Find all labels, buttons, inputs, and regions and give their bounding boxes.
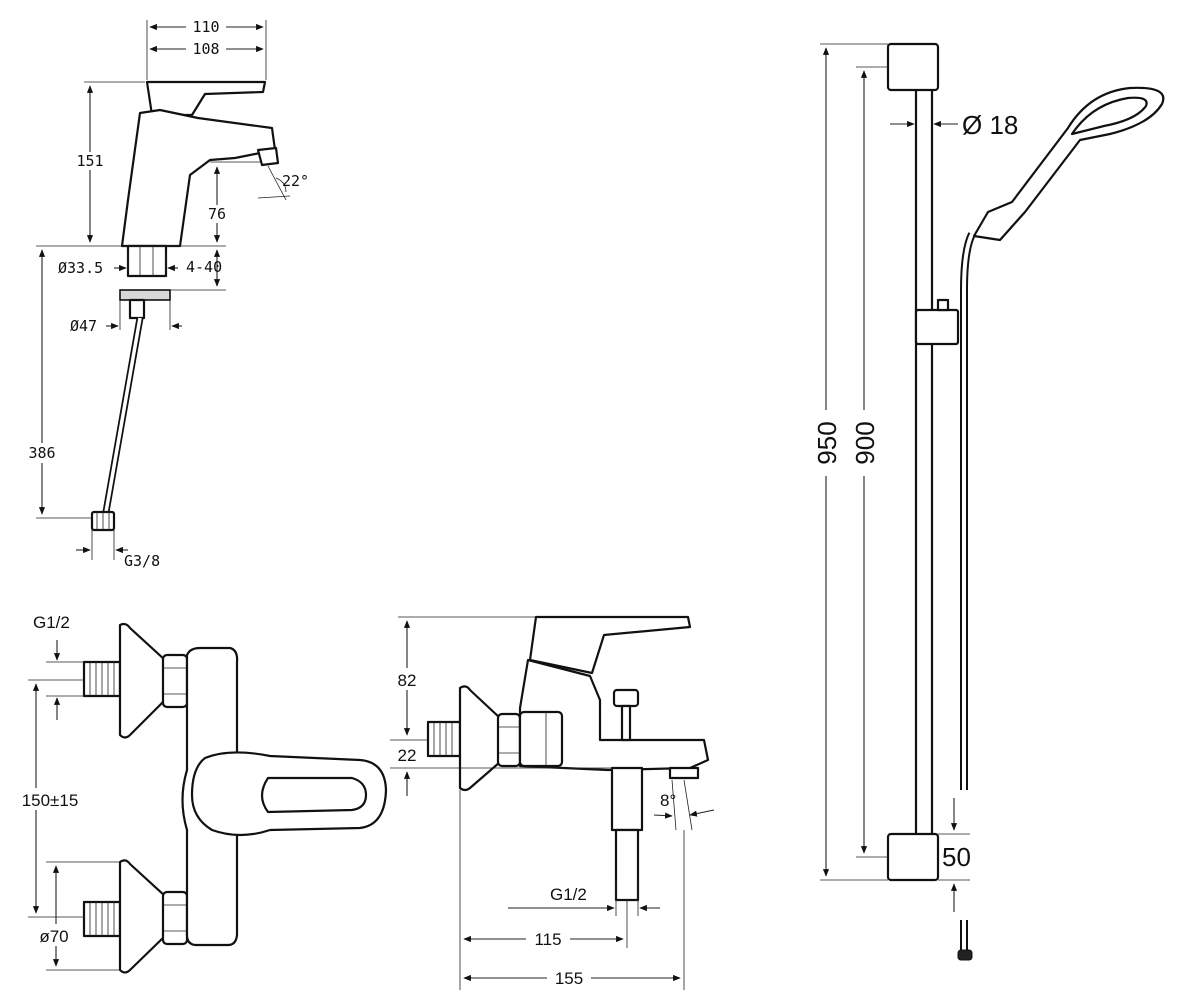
bath-mixer-side-drawing: 82 22 8° G1/2 115 155 [390,615,715,990]
dim-total-length: 950 [812,421,842,464]
side-flange [458,685,502,792]
dim-110: 110 [192,18,219,36]
dim-hole-diameter: Ø47 [70,317,97,335]
dim-deck-thickness: 4-40 [186,258,222,276]
basin-mixer-spout-tip [256,146,280,167]
top-wall-bracket [886,42,940,92]
basin-mixer-shank [126,244,168,278]
side-lever [528,615,692,675]
dim-76: 76 [208,205,226,223]
dim-108: 108 [192,40,219,58]
rail-slider [914,308,960,346]
dim-inlet-thread: G1/2 [33,613,70,632]
diverter-knob [612,688,640,708]
side-outlet-body [610,766,644,832]
dim-flange-diameter: ø70 [39,927,68,946]
dim-spout-angle-side: 8° [660,791,676,810]
dim-base-diameter: Ø33.5 [58,259,103,277]
shower-rail-bar [914,86,934,838]
shower-handset [972,86,1165,242]
dim-projection-total: 155 [555,969,583,988]
basin-mixer-drawing: 110 108 151 76 22° Ø33.5 4-40 [26,18,309,570]
dim-height-upper: 82 [398,671,417,690]
basin-mixer-nut [128,298,146,320]
dim-height-lower: 22 [398,746,417,765]
handset-spray-face [1070,96,1148,136]
dim-151: 151 [76,152,103,170]
side-aerator [668,766,700,780]
lower-nut [161,890,189,946]
dim-hose-thread: G3/8 [124,552,160,570]
lower-flange [118,859,167,974]
bottom-wall-bracket [886,832,940,882]
shower-rail-drawing: 950 900 Ø 18 50 [812,42,1165,961]
dim-projection-outlet: 115 [534,930,561,949]
side-nut [496,712,522,768]
basin-mixer-body [120,108,277,248]
lever-opening [260,776,368,814]
side-cartridge-ring [518,710,564,768]
dim-bracket-height: 50 [942,842,971,872]
side-body [518,658,710,772]
hose-connector-end [957,949,973,961]
dim-rail-diameter: Ø 18 [962,110,1018,140]
slider-clip [936,298,950,312]
upper-nut [161,653,189,709]
basin-mixer-fixing-plate [119,289,171,301]
side-outlet-pipe [614,828,640,902]
side-inlet-thread [426,720,462,758]
diverter-stem [620,704,632,742]
dim-386: 386 [28,444,55,462]
dim-rail-length: 900 [850,421,880,464]
dim-outlet-thread: G1/2 [550,885,587,904]
bath-mixer-front-drawing: G1/2 150±15 ø70 [14,613,388,974]
dim-centres: 150±15 [22,791,79,810]
upper-flange [118,622,167,739]
dim-spout-angle: 22° [282,172,309,190]
